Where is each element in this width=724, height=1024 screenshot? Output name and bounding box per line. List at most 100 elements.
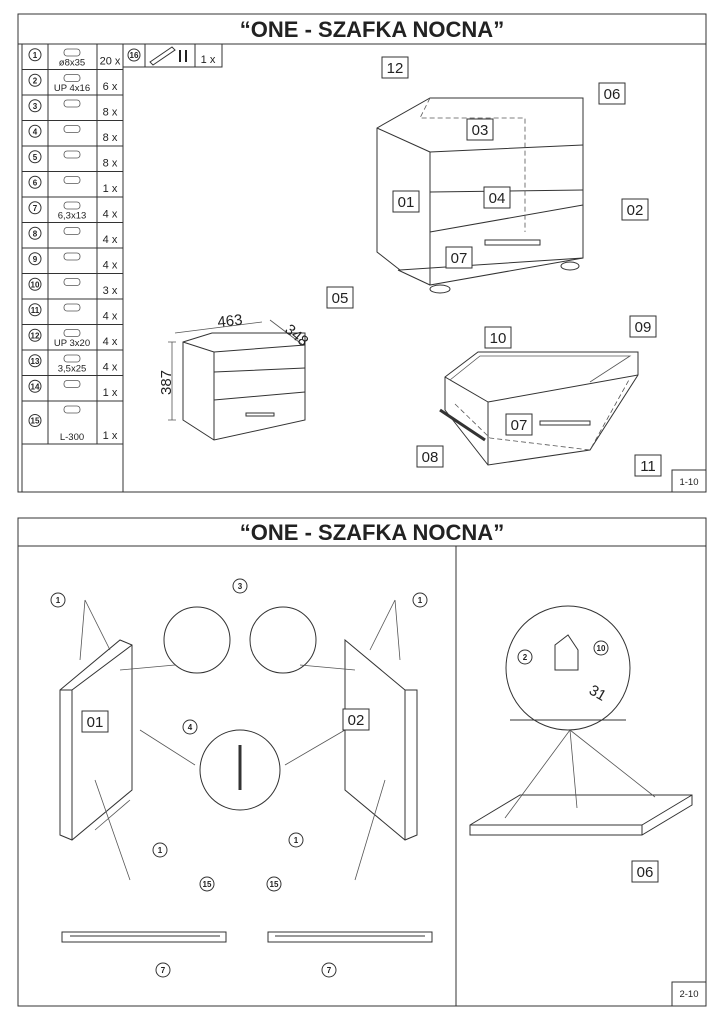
part-number-circle xyxy=(28,99,42,113)
svg-text:4 x: 4 x xyxy=(103,336,118,348)
svg-text:12: 12 xyxy=(31,331,40,340)
svg-text:15: 15 xyxy=(270,880,279,889)
svg-text:7: 7 xyxy=(327,966,332,975)
part-marker: 4 xyxy=(182,719,198,735)
drawer-runner-left xyxy=(61,931,227,943)
svg-text:07: 07 xyxy=(451,250,468,267)
callout-label: 07 xyxy=(505,413,533,436)
svg-text:09: 09 xyxy=(635,319,652,336)
callout-label: 07 xyxy=(445,246,473,269)
part-number-circle xyxy=(28,150,42,164)
part-row: 11 4 x xyxy=(21,298,124,325)
svg-text:3 x: 3 x xyxy=(103,285,118,297)
panel-label-right: 02 xyxy=(342,708,370,731)
part-icon xyxy=(63,329,81,337)
cabinet-drawing xyxy=(376,97,584,294)
part-icon xyxy=(63,176,81,184)
svg-text:7: 7 xyxy=(161,966,166,975)
callout-label: 08 xyxy=(416,445,444,468)
detail-cam-left xyxy=(163,606,231,674)
part-marker: 15 xyxy=(199,876,215,892)
panel-label-left: 01 xyxy=(81,710,109,733)
svg-text:ø8x35: ø8x35 xyxy=(59,58,85,69)
page-number-1: 1-10 xyxy=(679,477,698,488)
svg-text:6: 6 xyxy=(33,178,38,187)
part-marker: 15 xyxy=(266,876,282,892)
svg-text:6,3x13: 6,3x13 xyxy=(58,211,87,222)
svg-text:1: 1 xyxy=(33,51,38,60)
svg-text:L-300: L-300 xyxy=(60,432,84,443)
part-number-circle xyxy=(28,252,42,266)
svg-text:11: 11 xyxy=(31,306,40,315)
callout-label: 11 xyxy=(634,454,662,477)
part-marker: 1 xyxy=(50,592,66,608)
svg-text:3: 3 xyxy=(238,582,243,591)
part-number-circle xyxy=(28,73,42,87)
part-icon xyxy=(63,48,81,57)
sheet-1-title: “ONE - SZAFKA NOCNA” xyxy=(240,17,504,42)
part-icon xyxy=(63,125,81,133)
part-row: 84 x xyxy=(21,222,124,249)
part-number-circle xyxy=(28,303,42,317)
part-number-circle xyxy=(28,328,42,342)
shelf-dimension: 31 xyxy=(586,682,609,705)
part-marker: 1 xyxy=(412,592,428,608)
svg-text:20 x: 20 x xyxy=(100,56,121,68)
svg-text:08: 08 xyxy=(422,449,439,466)
svg-text:1 x: 1 x xyxy=(103,183,118,195)
svg-text:10: 10 xyxy=(490,330,507,347)
part-marker: 7 xyxy=(155,962,171,978)
callout-label: 02 xyxy=(621,198,649,221)
svg-text:8 x: 8 x xyxy=(103,158,118,170)
svg-text:3,5x25: 3,5x25 xyxy=(58,364,87,375)
side-panel-right xyxy=(267,638,433,943)
part-marker: 7 xyxy=(321,962,337,978)
svg-text:4: 4 xyxy=(33,127,38,136)
svg-text:04: 04 xyxy=(489,190,506,207)
svg-text:5: 5 xyxy=(33,153,38,162)
part-number-circle xyxy=(28,48,42,62)
part-icon xyxy=(63,99,81,108)
svg-text:01: 01 xyxy=(87,714,104,731)
part-number-circle xyxy=(28,379,42,393)
svg-text:05: 05 xyxy=(332,290,349,307)
part-icon xyxy=(63,303,81,312)
svg-text:1: 1 xyxy=(294,836,299,845)
part-number-circle xyxy=(28,277,42,291)
part-number-circle xyxy=(28,175,42,189)
width-dimension: 463 xyxy=(217,311,244,331)
part-marker: 3 xyxy=(232,578,248,594)
part-row: 6 1 x xyxy=(21,171,124,198)
sheet-1-frame xyxy=(17,13,707,493)
drawer-runner-right xyxy=(267,931,433,943)
callout-label: 06 xyxy=(598,82,626,105)
svg-text:11: 11 xyxy=(640,458,656,475)
svg-text:02: 02 xyxy=(348,712,365,729)
svg-text:1 x: 1 x xyxy=(103,387,118,399)
svg-text:7: 7 xyxy=(33,204,38,213)
svg-text:8 x: 8 x xyxy=(103,132,118,144)
part-row: 5 8 x xyxy=(21,145,124,172)
part-row: 103 x xyxy=(21,273,124,300)
part-row: 141 x xyxy=(21,375,124,402)
side-panel-left xyxy=(59,639,227,943)
shelf-detail xyxy=(469,605,693,836)
svg-text:4 x: 4 x xyxy=(103,311,118,323)
part-number-circle xyxy=(28,354,42,368)
part-row: 4 8 x xyxy=(21,120,124,147)
part-number-circle xyxy=(28,124,42,138)
svg-text:07: 07 xyxy=(511,417,528,434)
svg-text:01: 01 xyxy=(398,194,415,211)
part-marker: 1 xyxy=(288,832,304,848)
callout-label: 12 xyxy=(381,56,409,79)
svg-text:1 x: 1 x xyxy=(103,430,118,442)
part-marker: 2 xyxy=(517,649,533,665)
